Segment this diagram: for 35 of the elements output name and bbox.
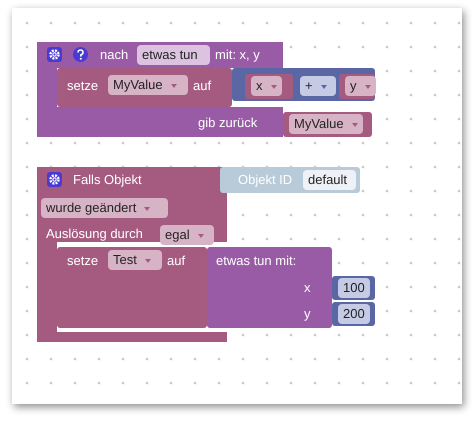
name-field: etwas tun [137,45,210,65]
dropdown: y [345,76,376,96]
block-label: Auslösung durch [46,226,143,242]
block-label: Objekt ID [238,172,292,188]
function-call-block [207,247,332,328]
dropdown: MyValue [108,75,188,95]
variable-block [283,112,372,137]
block-label: gib zurück [198,115,258,131]
block-label: y [304,306,310,322]
number-block [332,276,375,300]
dropdown: egal [160,225,214,245]
dropdown: wurde geändert [41,198,168,218]
dropdown: + [300,76,336,96]
number-field: 200 [338,304,370,324]
block-label: x [304,280,310,296]
set-variable-block [57,68,232,107]
block-label: auf [167,253,186,269]
text-field: default [303,170,356,190]
dropdown: x [251,76,282,96]
block-label: Falls Objekt [73,172,142,188]
object-id-block [220,167,360,193]
block-label: setze [67,78,98,94]
dropdown: Test [108,250,162,270]
block-label: nach [100,47,128,63]
variable-block [245,74,293,99]
block-label: setze [67,253,98,269]
arithmetic-block [232,68,375,101]
block-label: etwas tun mit: [216,253,296,269]
number-block [332,302,375,326]
variable-block [339,74,375,99]
block-label: mit: x, y [215,47,260,63]
number-field: 100 [338,278,370,298]
dropdown: MyValue [289,114,363,134]
block-label: auf [193,78,212,94]
set-variable-block [57,247,207,328]
